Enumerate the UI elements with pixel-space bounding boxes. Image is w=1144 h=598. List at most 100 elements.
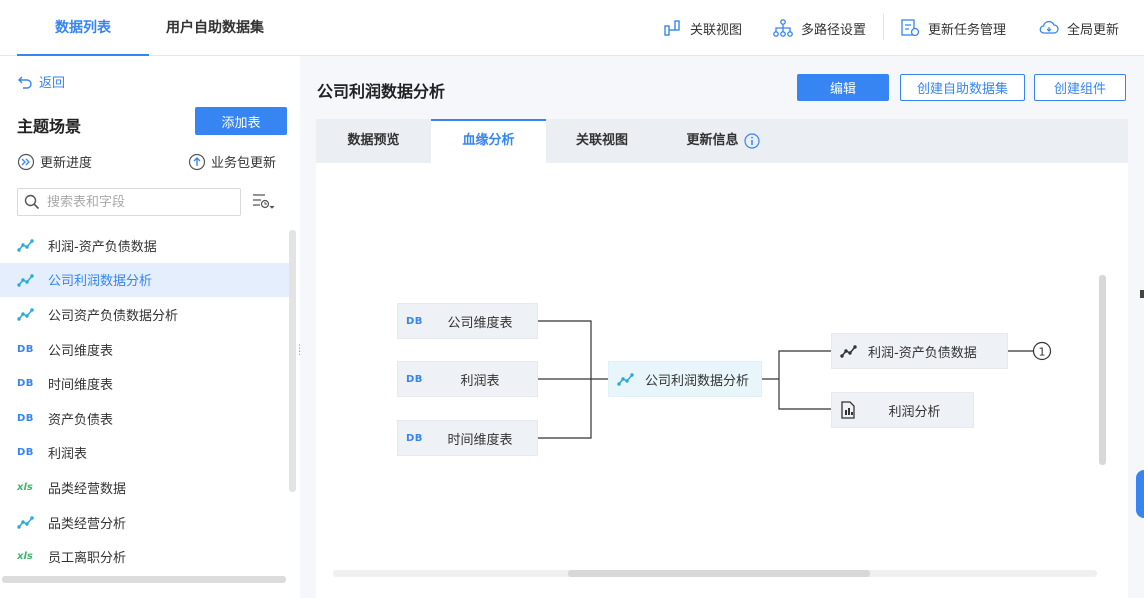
db-icon: DB — [17, 412, 34, 424]
filter-settings-icon[interactable] — [252, 192, 276, 216]
node-label: 公司利润数据分析 — [645, 373, 750, 389]
target-node[interactable]: 利润分析 — [831, 392, 974, 428]
list-item-label: 利润-资产负债数据 — [48, 239, 157, 255]
list-item-label: 品类经营数据 — [48, 481, 127, 497]
tab-data-list[interactable]: 数据列表 — [17, 0, 149, 56]
connector-line — [778, 350, 831, 410]
node-label: 时间维度表 — [447, 432, 513, 448]
search-box — [17, 188, 241, 216]
db-icon: DB — [17, 343, 34, 355]
task-manage-button[interactable]: 更新任务管理 — [900, 16, 1006, 40]
excel-icon: xls — [17, 481, 33, 493]
list-item[interactable]: DB 利润表 — [0, 436, 289, 471]
node-label: 利润分析 — [888, 404, 941, 420]
relation-view-icon — [664, 20, 680, 36]
list-item-label: 公司维度表 — [48, 343, 114, 359]
source-node[interactable]: DB 公司维度表 — [397, 303, 538, 339]
node-label: 公司维度表 — [447, 315, 513, 331]
list-item[interactable]: 公司资产负债数据分析 — [0, 297, 289, 332]
downstream-count: 1 — [1039, 346, 1046, 359]
tab-update-info[interactable]: 更新信息 — [658, 119, 788, 163]
search-icon — [24, 194, 40, 210]
list-item-label: 公司利润数据分析 — [48, 274, 153, 290]
node-label: 利润-资产负债数据 — [868, 345, 977, 361]
downstream-count-circle — [1032, 341, 1052, 361]
info-icon[interactable] — [743, 133, 760, 149]
page-title: 公司利润数据分析 — [317, 82, 446, 101]
theme-title: 主题场景 — [17, 117, 82, 136]
sidebar-horizontal-scrollbar[interactable] — [2, 576, 286, 583]
source-node[interactable]: DB 时间维度表 — [397, 420, 538, 456]
list-item[interactable]: xls 员工离职分析 — [0, 539, 289, 574]
excel-icon: xls — [17, 551, 33, 563]
biz-update-label: 业务包更新 — [211, 156, 277, 171]
analysis-icon — [17, 238, 37, 252]
tab-data-preview[interactable]: 数据预览 — [316, 119, 431, 163]
db-icon: DB — [406, 315, 423, 327]
list-item[interactable]: DB 公司维度表 — [0, 332, 289, 367]
global-update-label: 全局更新 — [1067, 22, 1120, 38]
list-item[interactable]: 公司利润数据分析 — [0, 262, 289, 298]
multi-path-button[interactable]: 多路径设置 — [773, 16, 866, 40]
back-arrow-icon — [18, 76, 32, 89]
tab-user-dataset[interactable]: 用户自助数据集 — [166, 20, 264, 36]
relation-view-button[interactable]: 关联视图 — [664, 16, 742, 40]
search-input[interactable] — [47, 194, 227, 210]
tab-lineage[interactable]: 血缘分析 — [431, 119, 546, 163]
top-bar: 数据列表 用户自助数据集 关联视图 多路径设置 更新任务管理 全局更新 — [0, 0, 1144, 56]
db-icon: DB — [406, 373, 423, 385]
list-item[interactable]: DB 时间维度表 — [0, 366, 289, 401]
lineage-canvas: 1 DB 公司维度表 DB 利润表 DB 时间维度表 公司利润数据分析 利润-资… — [316, 163, 1128, 598]
sidebar-vertical-scrollbar[interactable] — [289, 230, 296, 492]
db-icon: DB — [406, 432, 423, 444]
floating-side-tab[interactable] — [1136, 470, 1144, 518]
multi-path-label: 多路径设置 — [801, 22, 867, 38]
edit-button[interactable]: 编辑 — [797, 74, 889, 101]
lineage-connectors: 1 — [538, 320, 1052, 439]
tab-label: 更新信息 — [686, 133, 739, 148]
db-icon: DB — [17, 447, 34, 459]
source-node[interactable]: DB 利润表 — [397, 361, 538, 397]
tab-label: 血缘分析 — [462, 133, 515, 148]
list-item[interactable]: 利润-资产负债数据 — [0, 228, 289, 263]
back-label: 返回 — [39, 76, 66, 91]
list-item[interactable]: xls 品类经营数据 — [0, 470, 289, 505]
list-item-label: 时间维度表 — [48, 378, 114, 394]
list-item-label: 资产负债表 — [48, 412, 114, 428]
multi-path-icon — [773, 19, 793, 37]
add-table-button[interactable]: 添加表 — [195, 107, 287, 135]
upload-circle-icon — [188, 153, 206, 170]
main-panel: 公司利润数据分析 编辑 创建自助数据集 创建组件 数据预览 血缘分析 关联视图 … — [300, 56, 1144, 598]
analysis-icon — [617, 372, 635, 386]
create-dataset-button[interactable]: 创建自助数据集 — [900, 74, 1025, 101]
list-item-label: 公司资产负债数据分析 — [48, 308, 179, 324]
sidebar: 返回 主题场景 添加表 更新进度 业务包更新 利润-资产负债数据公司利润数据分析… — [0, 56, 304, 598]
node-label: 利润表 — [460, 373, 500, 389]
tab-relation-view[interactable]: 关联视图 — [546, 119, 658, 163]
list-item[interactable]: DB 资产负债表 — [0, 401, 289, 436]
canvas-horizontal-scrollbar[interactable] — [568, 570, 870, 577]
center-node[interactable]: 公司利润数据分析 — [608, 361, 762, 397]
biz-update-button[interactable]: 业务包更新 — [188, 152, 276, 171]
update-progress-button[interactable]: 更新进度 — [17, 152, 92, 171]
tab-label: 关联视图 — [575, 133, 628, 148]
analysis-icon — [17, 307, 37, 322]
db-icon: DB — [17, 378, 34, 390]
task-manage-label: 更新任务管理 — [928, 22, 1007, 38]
list-item-label: 员工离职分析 — [48, 551, 127, 567]
list-item-label: 品类经营分析 — [48, 516, 127, 532]
toolbar-divider — [883, 14, 884, 40]
back-link[interactable]: 返回 — [17, 72, 65, 91]
canvas-vertical-scrollbar[interactable] — [1099, 275, 1106, 465]
create-component-button[interactable]: 创建组件 — [1034, 74, 1126, 101]
list-item[interactable]: 品类经营分析 — [0, 505, 289, 540]
analysis-icon — [17, 273, 37, 287]
target-node[interactable]: 利润-资产负债数据 — [831, 333, 1008, 369]
resize-grip[interactable]: ⋮⋮ — [295, 345, 304, 357]
global-update-button[interactable]: 全局更新 — [1039, 16, 1119, 40]
tab-label: 数据预览 — [347, 133, 400, 148]
list-item-label: 利润表 — [48, 447, 88, 463]
relation-view-label: 关联视图 — [690, 22, 743, 38]
task-manage-icon — [901, 19, 920, 37]
analysis-icon — [840, 344, 858, 358]
